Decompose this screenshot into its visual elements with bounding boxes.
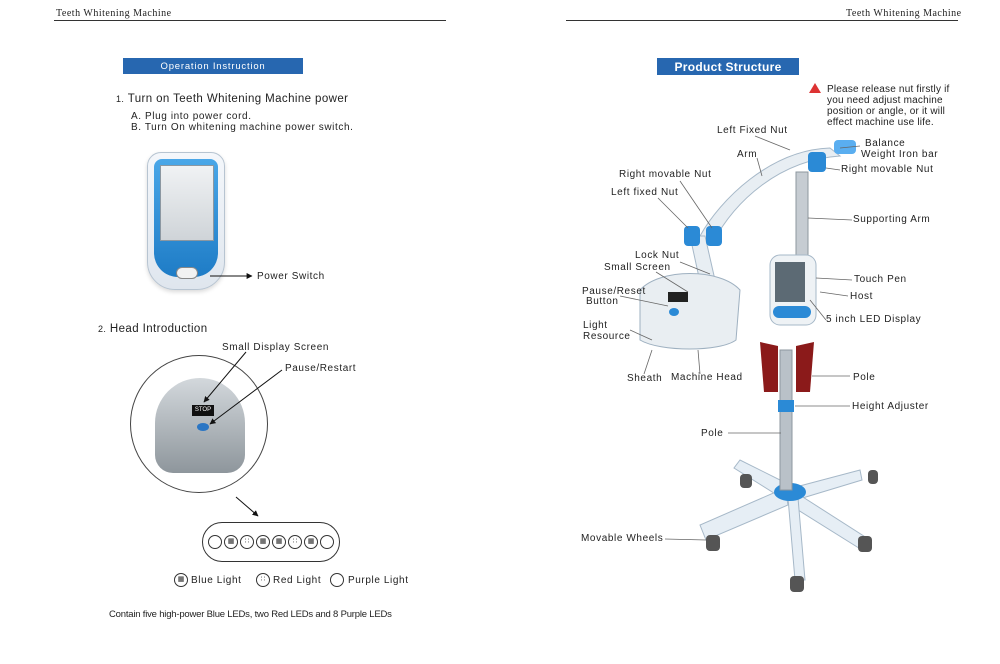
movable-wheels-label: Movable Wheels bbox=[581, 533, 664, 544]
touch-pen-label: Touch Pen bbox=[854, 274, 907, 285]
button-label: Button bbox=[586, 296, 619, 307]
led-display-label: 5 inch LED Display bbox=[826, 314, 922, 325]
warning-line: Please release nut firstly if bbox=[827, 84, 950, 95]
step2-title: 2. Head Introduction bbox=[98, 323, 208, 335]
step1-title-text: Turn on Teeth Whitening Machine power bbox=[127, 93, 349, 105]
operation-instruction-banner: Operation Instruction bbox=[123, 58, 303, 74]
weight-iron-bar-label: Weight Iron bar bbox=[861, 149, 939, 160]
step2-title-text: Head Introduction bbox=[109, 323, 208, 335]
purple-led bbox=[208, 535, 222, 549]
blue-led: ▦ bbox=[272, 535, 286, 549]
pause-button-dot bbox=[197, 423, 209, 431]
lock-nut-label: Lock Nut bbox=[635, 250, 680, 261]
blue-light-icon: ▦ bbox=[174, 573, 188, 587]
warning-text: Please release nut firstly if you need a… bbox=[827, 84, 950, 128]
machine-head-label: Machine Head bbox=[671, 372, 743, 383]
height-adjuster-label: Height Adjuster bbox=[852, 401, 929, 412]
product-structure-banner: Product Structure bbox=[657, 58, 799, 75]
supporting-arm-label: Supporting Arm bbox=[853, 214, 931, 225]
red-light-icon: ∷ bbox=[256, 573, 270, 587]
blue-light-label: Blue Light bbox=[191, 575, 242, 586]
pole-label: Pole bbox=[853, 372, 876, 383]
arm-label: Arm bbox=[737, 149, 758, 160]
right-movable-nut-label: Right movable Nut bbox=[619, 169, 712, 180]
blue-led: ▦ bbox=[304, 535, 318, 549]
left-fixed-nut-label: Left Fixed Nut bbox=[717, 125, 788, 136]
controller-device-image bbox=[147, 152, 225, 290]
right-movable-nut-2-label: Right movable Nut bbox=[841, 164, 934, 175]
step1-a: A. Plug into power cord. bbox=[131, 111, 252, 122]
led-panel: ▦ ∷ ▦ ▦ ∷ ▦ bbox=[202, 522, 340, 562]
step1-number: 1. bbox=[116, 94, 125, 104]
purple-led bbox=[320, 535, 334, 549]
right-page-header: Teeth Whitening Machine bbox=[846, 8, 962, 19]
small-display-screen-label: Small Display Screen bbox=[222, 342, 330, 353]
warning-icon bbox=[809, 83, 821, 93]
step1-b: B. Turn On whitening machine power switc… bbox=[131, 122, 354, 133]
stop-display: STOP bbox=[192, 405, 214, 416]
left-fixed-nut-2-label: Left fixed Nut bbox=[611, 187, 679, 198]
resource-label: Resource bbox=[583, 331, 631, 342]
small-screen-label: Small Screen bbox=[604, 262, 671, 273]
balance-label: Balance bbox=[865, 138, 906, 149]
led-footnote: Contain five high-power Blue LEDs, two R… bbox=[109, 609, 392, 620]
pole-2-label: Pole bbox=[701, 428, 724, 439]
pause-restart-label: Pause/Restart bbox=[285, 363, 357, 374]
purple-light-label: Purple Light bbox=[348, 575, 409, 586]
controller-screen bbox=[160, 165, 214, 241]
step2-number: 2. bbox=[98, 324, 107, 334]
power-switch-label: Power Switch bbox=[257, 271, 325, 282]
red-led: ∷ bbox=[240, 535, 254, 549]
sheath-label: Sheath bbox=[627, 373, 663, 384]
pause-reset-label: Pause/Reset bbox=[582, 286, 646, 297]
warning-line: you need adjust machine bbox=[827, 95, 943, 106]
blue-led: ▦ bbox=[256, 535, 270, 549]
purple-light-icon bbox=[330, 573, 344, 587]
right-header-rule bbox=[566, 20, 958, 21]
host-label: Host bbox=[850, 291, 873, 302]
power-switch-button bbox=[176, 267, 198, 279]
blue-led: ▦ bbox=[224, 535, 238, 549]
warning-line: position or angle, or it will bbox=[827, 106, 946, 117]
left-header-rule bbox=[54, 20, 446, 21]
light-label: Light bbox=[583, 320, 608, 331]
red-led: ∷ bbox=[288, 535, 302, 549]
left-page-header: Teeth Whitening Machine bbox=[56, 8, 172, 19]
warning-line: effect machine use life. bbox=[827, 117, 934, 128]
step1-title: 1. Turn on Teeth Whitening Machine power bbox=[116, 93, 348, 105]
red-light-label: Red Light bbox=[273, 575, 322, 586]
